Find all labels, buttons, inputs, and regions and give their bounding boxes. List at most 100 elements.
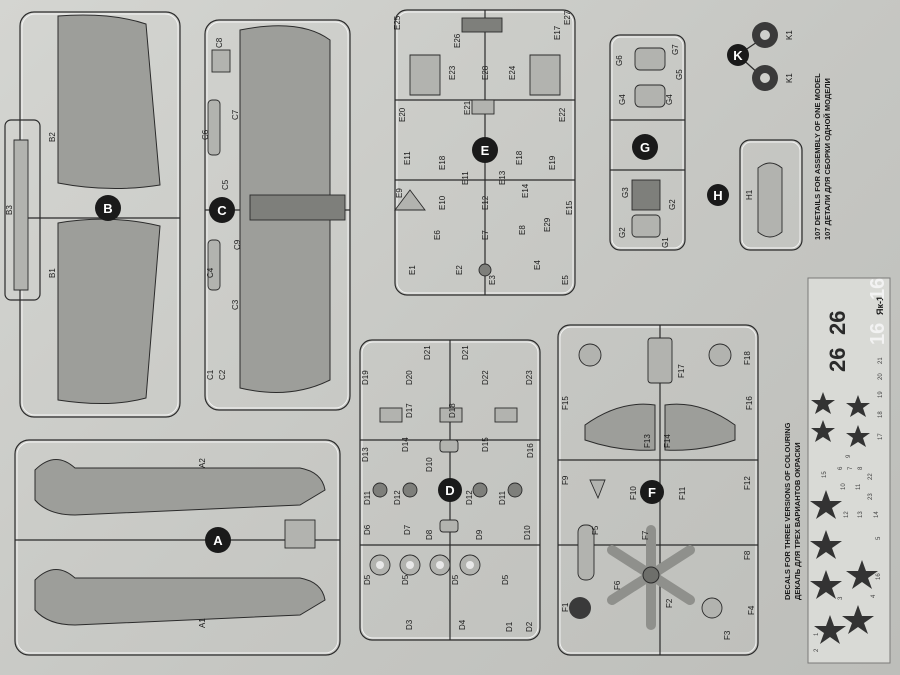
part-label-e25: E25 (393, 15, 402, 30)
part-label-d10b: D10 (523, 525, 532, 540)
part-label-b1: B1 (48, 268, 57, 278)
part-c8 (211, 49, 231, 73)
part-label-c3: C3 (231, 299, 240, 310)
sprue-b-letter-badge (95, 195, 121, 221)
part-d10-panel (439, 439, 459, 453)
details-note-ru: 107 ДЕТАЛИ ДЛЯ СБОРКИ ОДНОЙ МОДЕЛИ (823, 78, 832, 240)
part-label-d15: D15 (481, 437, 490, 452)
decal-code-16b: 16 (867, 278, 889, 300)
part-label-e28: E28 (481, 65, 490, 80)
part-label-e24: E24 (508, 65, 517, 80)
part-label-c5: C5 (221, 179, 230, 190)
part-label-d5c: D5 (451, 574, 460, 585)
part-c4 (207, 239, 221, 291)
part-label-g1: G1 (661, 237, 670, 248)
part-label-a2: A2 (198, 458, 207, 468)
part-label-d19: D19 (361, 370, 370, 385)
part-label-h1: H1 (745, 189, 754, 200)
wheel-rows (369, 482, 523, 576)
sprue-e: E E1 E2 E3 E4 E5 E6 E7 E8 E9 E10 E11 E11… (393, 9, 576, 296)
flap-part (13, 139, 29, 291)
sprue-c-letter: C (217, 203, 227, 218)
part-label-e2: E2 (455, 265, 464, 275)
svg-text:7: 7 (848, 466, 854, 470)
part-label-g5: G5 (675, 69, 684, 80)
sprue-g: G G1 G2 G2 G3 G4 G4 G5 G6 G7 (609, 34, 686, 251)
svg-text:13: 13 (858, 511, 864, 518)
sprue-f-letter: F (648, 485, 656, 500)
svg-text:14: 14 (874, 511, 880, 518)
sprue-d-letter-badge (438, 478, 462, 502)
part-label-e5: E5 (561, 275, 570, 285)
fuselage-half-a2 (34, 459, 326, 516)
part-label-c6: C6 (201, 129, 210, 140)
part-label-f8: F8 (743, 550, 752, 560)
part-label-e17: E17 (553, 25, 562, 40)
part-label-d12b: D12 (465, 490, 474, 505)
part-e3 (478, 263, 492, 277)
part-label-d23: D23 (525, 370, 534, 385)
part-label-c7: C7 (231, 109, 240, 120)
part-label-f14: F14 (663, 434, 672, 448)
part-label-d5: D5 (363, 574, 372, 585)
part-label-e10: E10 (438, 195, 447, 210)
part-label-d14: D14 (401, 437, 410, 452)
part-label-d20: D20 (405, 370, 414, 385)
details-note-en: 107 DETAILS FOR ASSEMBLY OF ONE MODEL (813, 73, 822, 240)
sprue-c: C C1 C2 C3 C4 C5 C6 C7 C8 C9 (201, 19, 351, 411)
decal-number-marks: 1 2 3 4 5 6 7 8 9 10 11 12 13 14 15 16 1… (814, 357, 884, 652)
part-label-d6: D6 (363, 524, 372, 535)
svg-text:16: 16 (876, 573, 882, 580)
part-label-e6: E6 (433, 230, 442, 240)
part-label-e8: E8 (518, 225, 527, 235)
sprue-d: D D1 D2 D3 D4 D5 D5 D5 D5 D6 D7 D8 D9 D1… (359, 339, 541, 641)
part-label-k1b: K1 (785, 73, 794, 83)
part-label-d21: D21 (423, 345, 432, 360)
part-label-f18: F18 (743, 351, 752, 365)
part-label-f4: F4 (747, 605, 756, 615)
part-label-b3: B3 (5, 205, 14, 215)
sprue-f-letter-badge (640, 480, 664, 504)
part-label-e4: E4 (533, 260, 542, 270)
part-label-d5b: D5 (401, 574, 410, 585)
part-d16-panel (494, 407, 518, 423)
part-label-f15: F15 (561, 396, 570, 410)
part-label-f2: F2 (665, 598, 674, 608)
sprue-h: H H1 (707, 139, 803, 251)
part-label-d11b: D11 (498, 490, 507, 505)
svg-text:2: 2 (814, 648, 820, 652)
part-label-e20: E20 (398, 107, 407, 122)
part-g3 (631, 179, 661, 211)
sprue-e-letter-badge (472, 137, 498, 163)
sprue-h-letter-badge (707, 184, 729, 206)
part-label-g6: G6 (615, 55, 624, 66)
part-label-d17: D17 (405, 403, 414, 418)
part-d8-panel (439, 519, 459, 533)
sprue-a-letter: A (213, 533, 223, 548)
part-label-d2: D2 (525, 621, 534, 632)
fuselage-half-a1 (34, 569, 326, 626)
part-f9 (589, 479, 606, 500)
sprue-d-letter: D (445, 483, 454, 498)
part-label-f11: F11 (678, 486, 687, 500)
decal-code-26a: 26 (825, 348, 850, 372)
svg-text:11: 11 (856, 483, 862, 490)
part-label-e7: E7 (481, 230, 490, 240)
part-f18 (708, 343, 732, 367)
part-label-e15: E15 (565, 200, 574, 215)
sprue-g-letter-badge (632, 134, 658, 160)
part-label-d10: D10 (425, 457, 434, 472)
part-f3 (701, 597, 723, 619)
part-label-f10: F10 (629, 486, 638, 500)
part-d17-panel (379, 407, 403, 423)
part-label-d22: D22 (481, 370, 490, 385)
svg-text:19: 19 (878, 391, 884, 398)
part-label-e1: E1 (408, 265, 417, 275)
sprue-k: K K1 K1 (727, 22, 794, 91)
part-label-f9: F9 (561, 475, 570, 485)
sprue-h-letter: H (713, 188, 722, 203)
sprue-f: F F1 F2 F3 F4 F5 F6 F7 F8 F9 F10 F11 F12… (557, 324, 759, 656)
part-label-f7: F7 (641, 530, 650, 540)
part-f14 (664, 403, 736, 451)
sprue-b-letter: B (103, 201, 112, 216)
